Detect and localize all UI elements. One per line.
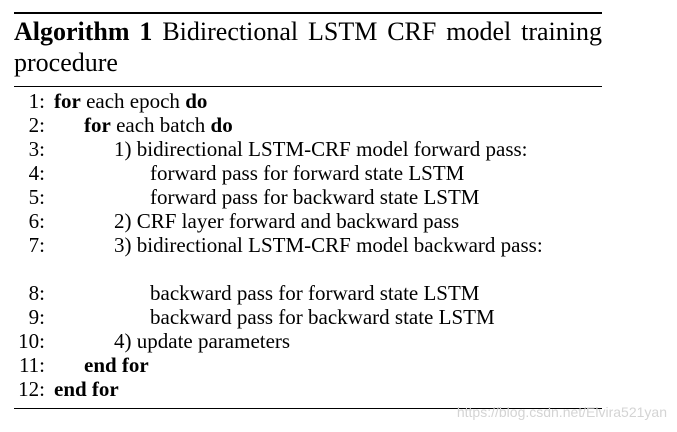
- line-text: 4) update parameters: [114, 329, 291, 353]
- line-text: each batch: [110, 113, 211, 137]
- line-content: 4) update parameters: [114, 329, 290, 353]
- keyword: do: [210, 113, 233, 137]
- algorithm-line: 2: for each batch do: [14, 113, 602, 137]
- algorithm-line: 7: 3) bidirectional LSTM-CRF model backwa…: [14, 233, 602, 257]
- line-number: 8:: [28, 281, 45, 305]
- line-number: 5:: [28, 185, 45, 209]
- algorithm-line: 11: end for: [14, 353, 602, 377]
- line-content: end for: [84, 353, 149, 377]
- line-number: 7:: [28, 233, 45, 257]
- algorithm-line: 3: 1) bidirectional LSTM-CRF model forwar…: [14, 137, 602, 161]
- line-content: for each batch do: [84, 113, 233, 137]
- top-rule: [14, 12, 602, 14]
- line-number: 1:: [28, 89, 45, 113]
- line-content: forward pass for backward state LSTM: [150, 185, 479, 209]
- line-content: for each epoch do: [54, 89, 207, 113]
- keyword: for: [54, 89, 81, 113]
- line-number: 11:: [18, 353, 45, 377]
- algorithm-line: 6: 2) CRF layer forward and backward pass: [14, 209, 602, 233]
- algorithm-line: 12: end for: [14, 377, 602, 401]
- algorithm-line: 9: backward pass for backward state LSTM: [14, 305, 602, 329]
- line-text: each epoch: [80, 89, 186, 113]
- line-text: 1) bidirectional LSTM-CRF model forward …: [114, 137, 528, 161]
- keyword: end for: [54, 377, 119, 401]
- line-content: 3) bidirectional LSTM-CRF model backward…: [114, 233, 543, 257]
- algorithm-line: 5: forward pass for backward state LSTM: [14, 185, 602, 209]
- keyword: do: [185, 89, 208, 113]
- line-text: 2) CRF layer forward and backward pass: [114, 209, 460, 233]
- line-number: 9:: [28, 305, 45, 329]
- line-number: 10:: [18, 329, 45, 353]
- line-content: backward pass for forward state LSTM: [150, 281, 479, 305]
- line-number: 12:: [18, 377, 45, 401]
- algorithm-title: Bidirectional LSTM CRF model training pr…: [14, 17, 602, 77]
- algorithm-line: 10: 4) update parameters: [14, 329, 602, 353]
- line-text: forward pass for backward state LSTM: [150, 185, 480, 209]
- line-number: 6:: [28, 209, 45, 233]
- algorithm-caption: Algorithm 1 Bidirectional LSTM CRF model…: [14, 16, 602, 78]
- line-text: backward pass for forward state LSTM: [150, 281, 480, 305]
- algorithm-line: 4: forward pass for forward state LSTM: [14, 161, 602, 185]
- caption-rule: [14, 86, 602, 87]
- watermark-text: https://blog.csdn.net/Elvira521yan: [456, 404, 667, 420]
- line-content: forward pass for forward state LSTM: [150, 161, 464, 185]
- line-content: backward pass for backward state LSTM: [150, 305, 495, 329]
- line-number: 2:: [28, 113, 45, 137]
- line-number: 3:: [28, 137, 45, 161]
- line-content: 1) bidirectional LSTM-CRF model forward …: [114, 137, 528, 161]
- line-content: end for: [54, 377, 119, 401]
- line-text: backward pass for backward state LSTM: [150, 305, 495, 329]
- keyword: end for: [84, 353, 149, 377]
- bottom-rule: [14, 408, 602, 409]
- keyword: for: [84, 113, 111, 137]
- line-number: 4:: [28, 161, 45, 185]
- line-content: 2) CRF layer forward and backward pass: [114, 209, 459, 233]
- algorithm-label: Algorithm 1: [14, 17, 153, 46]
- line-text: 3) bidirectional LSTM-CRF model backward…: [114, 233, 543, 257]
- blank-line: [14, 257, 602, 281]
- algorithm-line: 8: backward pass for forward state LSTM: [14, 281, 602, 305]
- line-text: forward pass for forward state LSTM: [150, 161, 465, 185]
- algorithm-line: 1: for each epoch do: [14, 89, 602, 113]
